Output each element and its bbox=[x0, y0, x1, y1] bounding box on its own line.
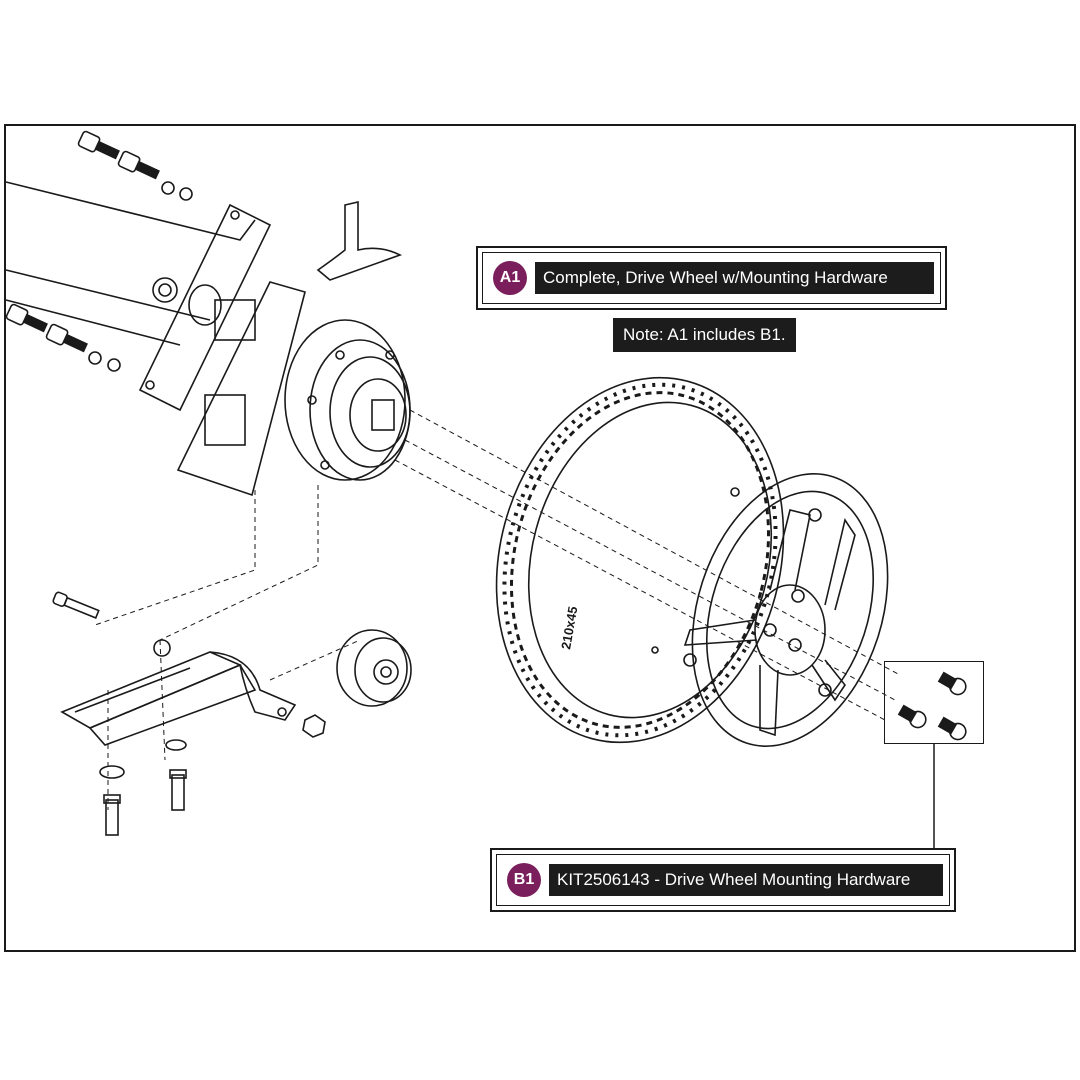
badge-a1: A1 bbox=[493, 261, 527, 295]
badge-b1: B1 bbox=[507, 863, 541, 897]
callout-b1-inner: B1 KIT2506143 - Drive Wheel Mounting Har… bbox=[496, 854, 950, 906]
spring-clip bbox=[316, 200, 403, 281]
callout-b1-label: KIT2506143 - Drive Wheel Mounting Hardwa… bbox=[549, 864, 943, 896]
callout-a1-inner: A1 Complete, Drive Wheel w/Mounting Hard… bbox=[482, 252, 941, 304]
caster-bracket bbox=[60, 651, 297, 746]
callout-b1: B1 KIT2506143 - Drive Wheel Mounting Har… bbox=[490, 848, 956, 912]
caster-hardware bbox=[52, 591, 326, 836]
hardware-group-box bbox=[884, 661, 984, 744]
drive-wheel-tire bbox=[495, 376, 785, 744]
callout-a1: A1 Complete, Drive Wheel w/Mounting Hard… bbox=[476, 246, 947, 310]
drive-wheel-rim bbox=[651, 473, 889, 747]
frame-bolts bbox=[5, 130, 193, 372]
tire-size-text: 210x45 bbox=[558, 605, 580, 650]
note-label: Note: A1 includes B1. bbox=[613, 318, 796, 352]
assembly-guide-lines bbox=[94, 409, 901, 810]
callout-a1-label: Complete, Drive Wheel w/Mounting Hardwar… bbox=[535, 262, 934, 294]
motor-gearbox bbox=[176, 281, 411, 497]
caster-wheel bbox=[336, 629, 412, 707]
diagram-frame bbox=[4, 124, 1076, 952]
hardware-screws bbox=[897, 671, 967, 741]
frame-arm bbox=[5, 181, 272, 412]
